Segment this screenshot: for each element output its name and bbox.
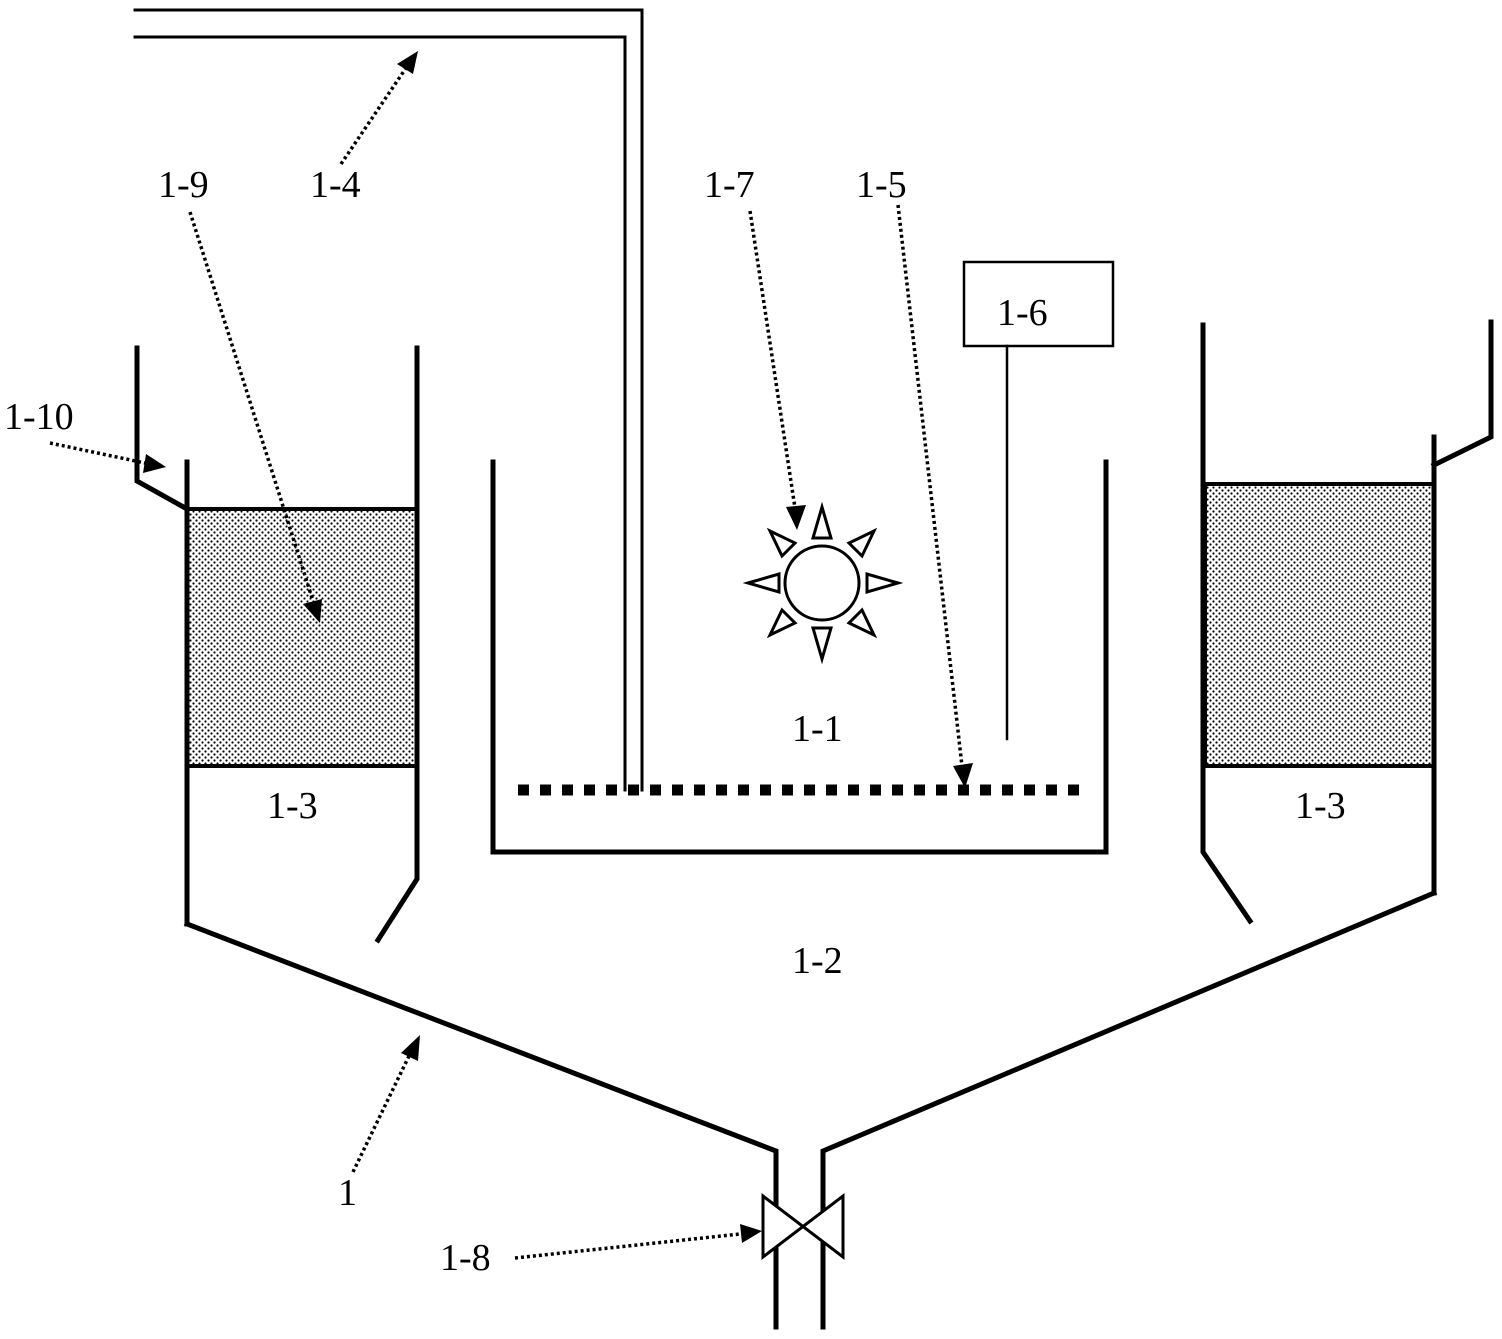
label-1-3-right: 1-3 bbox=[1295, 785, 1346, 827]
label-1-7: 1-7 bbox=[704, 164, 755, 206]
label-1: 1 bbox=[338, 1172, 357, 1214]
pipe-1-4 bbox=[133, 8, 644, 792]
label-1-1: 1-1 bbox=[792, 708, 843, 750]
label-1-10: 1-10 bbox=[4, 396, 74, 438]
label-1-4: 1-4 bbox=[310, 164, 361, 206]
valve-icon bbox=[761, 1192, 845, 1261]
inner-tank-1-1 bbox=[490, 459, 1109, 855]
leader-lines bbox=[49, 51, 973, 1260]
probe-1-6 bbox=[962, 260, 1115, 741]
label-1-8: 1-8 bbox=[440, 1237, 491, 1279]
sun-icon bbox=[742, 501, 904, 665]
label-1-9: 1-9 bbox=[158, 164, 209, 206]
label-1-5: 1-5 bbox=[856, 164, 907, 206]
left-filter-chamber bbox=[134, 345, 420, 944]
label-1-3-left: 1-3 bbox=[267, 785, 318, 827]
label-1-6: 1-6 bbox=[997, 292, 1048, 334]
right-filter-chamber bbox=[1200, 319, 1494, 925]
outer-vessel-1 bbox=[183, 889, 1438, 1330]
label-1-2: 1-2 bbox=[792, 940, 843, 982]
